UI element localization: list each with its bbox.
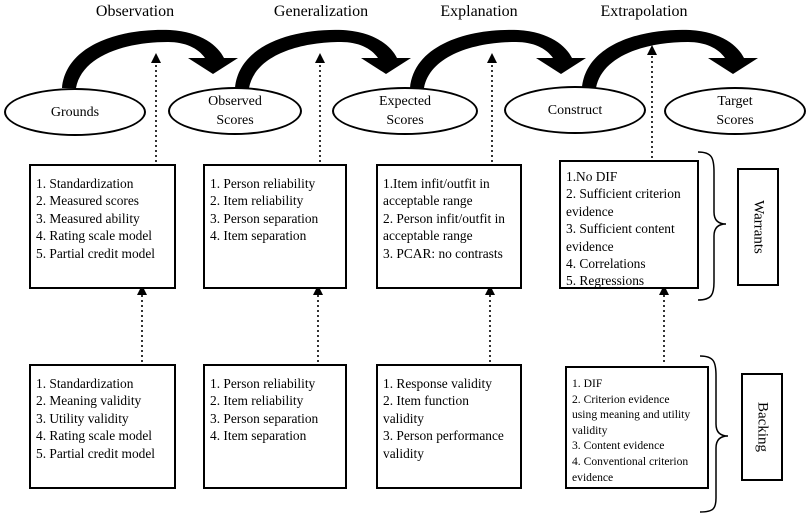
backing-obs-item: 1. Standardization — [36, 376, 134, 391]
warrant-ext-item: 5. Regressions — [566, 273, 645, 289]
backing-obs-item: 5. Partial credit model — [36, 445, 155, 461]
inference-arrows — [62, 29, 758, 88]
warrant-ext-item: 1.No DIF — [566, 169, 618, 184]
ellipse-observed-line-2: Scores — [216, 113, 254, 128]
arc-arrow-explanation — [410, 29, 586, 88]
support-arrows — [137, 45, 669, 362]
backing-ext-item: 4. Conventional criterion — [572, 454, 689, 468]
ellipse-observed-line-1: Observed — [208, 94, 262, 109]
backing-brace — [699, 355, 729, 513]
warrant-ext-item: 3. Sufficient content — [566, 221, 675, 237]
warrant-obs-item: 3. Measured ability — [36, 210, 140, 226]
ellipse-observed-scores: Observed Scores — [168, 87, 302, 135]
ellipse-grounds-line-1: Grounds — [50, 104, 100, 120]
warrant-gen-item: 4. Item separation — [210, 228, 307, 244]
warrant-box-explanation: 1.Item infit/outfit in acceptable range … — [376, 164, 522, 289]
warrant-ext-item: 2. Sufficient criterion — [566, 186, 681, 202]
warrant-obs-item: 4. Rating scale model — [36, 228, 153, 244]
inference-title-extrapolation: Extrapolation — [600, 3, 688, 20]
backing-gen-item: 2. Item reliability — [210, 393, 304, 409]
inference-title-observation: Observation — [95, 3, 175, 20]
ellipse-target-line-1: Target — [717, 94, 753, 109]
backing-obs-item: 3. Utility validity — [36, 410, 129, 426]
backing-label: Backing — [754, 402, 771, 452]
warrant-ext-item: evidence — [566, 238, 614, 254]
ellipse-target-scores: Target Scores — [664, 87, 806, 135]
warrants-brace — [697, 151, 727, 301]
backing-obs-item: 2. Meaning validity — [36, 393, 142, 409]
warrant-exp-item: 1.Item infit/outfit in — [383, 176, 490, 191]
backing-ext-item: using meaning and utility — [572, 408, 691, 422]
backing-exp-item: validity — [383, 410, 424, 426]
inference-title-explanation: Explanation — [440, 3, 518, 20]
backing-exp-item: validity — [383, 445, 424, 461]
ellipse-construct: Construct — [504, 86, 646, 134]
ellipse-expected-line-2: Scores — [386, 113, 424, 128]
backing-box-observation: 1. Standardization 2. Meaning validity 3… — [29, 364, 176, 489]
backing-ext-item: 2. Criterion evidence — [572, 392, 670, 406]
warrant-exp-item: 3. PCAR: no contrasts — [383, 245, 503, 261]
backing-box-generalization: 1. Person reliability 2. Item reliabilit… — [203, 364, 347, 489]
ellipse-expected-line-1: Expected — [378, 94, 432, 109]
backing-label-box: Backing — [741, 373, 783, 481]
ellipse-expected-scores: Expected Scores — [332, 87, 478, 135]
warrant-exp-item: acceptable range — [383, 193, 473, 209]
warrant-box-observation: 1. Standardization 2. Measured scores 3.… — [29, 164, 176, 289]
arc-arrow-observation — [62, 29, 238, 88]
warrant-ext-item: evidence — [566, 203, 614, 219]
warrant-gen-item: 1. Person reliability — [210, 176, 316, 191]
inference-title-generalization: Generalization — [273, 3, 369, 20]
backing-ext-item: evidence — [572, 470, 614, 484]
backing-gen-item: 1. Person reliability — [210, 376, 316, 391]
arc-arrow-extrapolation — [582, 29, 758, 88]
backing-ext-item: 1. DIF — [572, 377, 603, 390]
warrant-exp-item: 2. Person infit/outfit in — [383, 210, 505, 226]
arc-arrow-generalization — [235, 29, 411, 88]
warrant-obs-item: 1. Standardization — [36, 176, 134, 191]
backing-exp-item: 3. Person performance — [383, 428, 504, 444]
warrant-gen-item: 2. Item reliability — [210, 193, 304, 209]
warrant-box-extrapolation: 1.No DIF 2. Sufficient criterion evidenc… — [559, 160, 699, 289]
ellipse-target-line-2: Scores — [716, 113, 754, 128]
backing-exp-item: 2. Item function — [383, 393, 469, 409]
backing-exp-item: 1. Response validity — [383, 376, 492, 391]
warrants-label-box: Warrants — [737, 168, 779, 286]
backing-obs-item: 4. Rating scale model — [36, 428, 153, 444]
warrant-box-generalization: 1. Person reliability 2. Item reliabilit… — [203, 164, 347, 289]
warrants-label: Warrants — [750, 200, 767, 254]
warrant-ext-item: 4. Correlations — [566, 256, 646, 272]
backing-ext-item: validity — [572, 423, 608, 437]
warrant-exp-item: acceptable range — [383, 228, 473, 244]
backing-box-explanation: 1. Response validity 2. Item function va… — [376, 364, 522, 489]
warrant-obs-item: 2. Measured scores — [36, 193, 139, 209]
ellipse-construct-line-1: Construct — [547, 102, 603, 118]
warrant-gen-item: 3. Person separation — [210, 210, 319, 226]
warrant-obs-item: 5. Partial credit model — [36, 245, 155, 261]
backing-ext-item: 3. Content evidence — [572, 439, 665, 453]
ellipse-grounds: Grounds — [4, 88, 146, 136]
backing-gen-item: 3. Person separation — [210, 410, 319, 426]
backing-gen-item: 4. Item separation — [210, 428, 307, 444]
backing-box-extrapolation: 1. DIF 2. Criterion evidence using meani… — [565, 366, 709, 489]
